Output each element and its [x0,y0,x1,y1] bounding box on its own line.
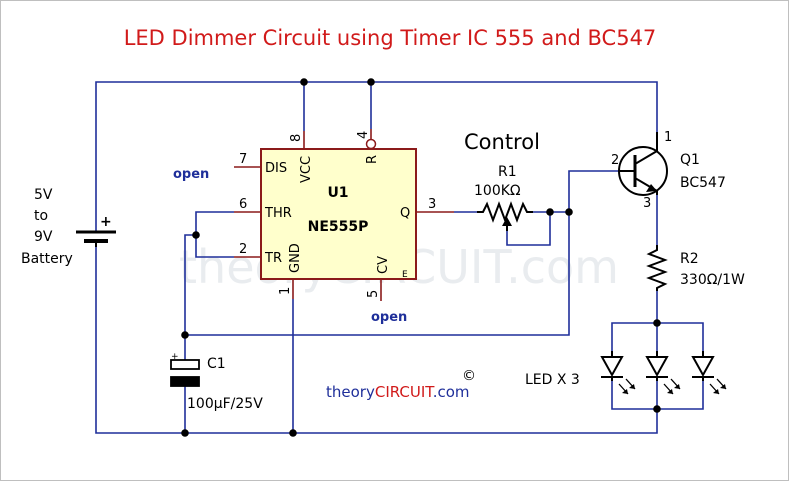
ic-part-label: NE555P [308,219,369,235]
c1-plus-mark: + [171,352,179,362]
battery-label-line4: Battery [21,251,73,267]
r1-value-label: 100KΩ [474,183,521,199]
bottom-rail-wire [95,247,658,434]
pin-name-r: R [365,155,380,164]
top-rail-wire [95,81,658,232]
capacitor-c1: + C1 100µF/25V [170,352,263,412]
led-array: LED X 3 [525,351,727,395]
light-arrowhead-icon [667,389,673,394]
junctions [181,78,661,437]
site-credit-part1: theory [326,383,375,401]
junction-dot [653,319,661,327]
pin-name-q: Q [400,206,410,221]
q1-pin-emitter: 3 [643,196,651,211]
pin-number-8: 8 [289,134,304,142]
junction-dot [546,208,554,216]
transistor-q1: 1 2 3 Q1 BC547 [611,130,726,211]
c1-ref-label: C1 [207,356,226,372]
resistor-r2: R2 330Ω/1W [646,245,745,291]
ic-ref-label: U1 [327,185,348,201]
pin-number-4: 4 [356,131,371,139]
battery-label-line3: 9V [34,229,53,245]
junction-dot [565,208,573,216]
led-count-label: LED X 3 [525,372,580,388]
light-arrowhead-icon [629,384,635,389]
r2-zigzag [646,245,668,291]
r1-ref-label: R1 [498,164,517,180]
pin-number-2: 2 [239,242,247,257]
led-1 [600,351,636,395]
junction-dot [653,405,661,413]
c1-positive-plate [170,359,200,370]
junction-dot [181,331,189,339]
r1-wiper-arrow [502,217,512,226]
pin-name-vcc: VCC [299,156,314,183]
battery-plus-mark: + [100,214,112,230]
site-credit: theoryCIRCUIT.com [326,383,470,401]
r1-zigzag [477,201,533,223]
c1-negative-plate [170,376,200,387]
pin-number-5: 5 [366,290,381,298]
pin-number-7: 7 [239,152,247,167]
led-triangle [691,356,715,378]
light-arrowhead-icon [713,389,719,394]
control-label: Control [464,130,540,154]
wiper-wire [506,212,551,246]
feedback-wire [185,212,570,336]
junction-dot [289,429,297,437]
q1-emitter-arrow [646,184,657,192]
led-triangle [645,356,669,378]
dis-open-label: open [173,167,209,182]
diagram-title: LED Dimmer Circuit using Timer IC 555 an… [124,26,657,50]
r2-ref-label: R2 [680,251,699,267]
base-wire [533,170,619,213]
pin-name-thr: THR [264,206,292,221]
light-arrowhead-icon [622,389,628,394]
q1-part-label: BC547 [680,175,726,191]
site-credit-part2: CIRCUIT [375,383,435,401]
light-arrowhead-icon [674,384,680,389]
pin-name-gnd: GND [288,243,303,273]
pin-name-cv: CV [376,256,391,274]
battery-label-line2: to [34,208,48,224]
ic-corner-mark: E [402,270,408,280]
battery: + 5V to 9V Battery [21,187,116,267]
pin-number-3: 3 [428,197,436,212]
q1-collector-lead [634,132,658,165]
pin-number-1: 1 [278,287,293,295]
q1-pin-base: 2 [611,153,619,168]
junction-dot [192,231,200,239]
led-2 [645,351,681,395]
copyright-symbol: © [462,368,476,384]
light-arrowhead-icon [720,384,726,389]
c1-value-label: 100µF/25V [187,396,263,412]
pin4-inverter-bubble [365,138,377,150]
r2-value-label: 330Ω/1W [680,272,745,288]
led-triangle [600,356,624,378]
ic-555: DIS THR TR Q VCC GND R CV 7 6 2 3 8 4 1 … [234,129,454,301]
junction-dot [181,429,189,437]
q1-ref-label: Q1 [680,152,700,168]
led-3 [691,351,727,395]
junction-dot [367,78,375,86]
potentiometer-r1: Control R1 100KΩ [464,130,540,231]
q1-pin-collector: 1 [664,130,672,145]
site-credit-part3: .com [433,383,470,401]
ic-body [260,148,417,280]
junction-dot [300,78,308,86]
cv-open-label: open [371,310,407,325]
battery-label-line1: 5V [34,187,53,203]
pin-name-tr: TR [264,251,282,266]
pin-name-dis: DIS [265,161,287,176]
pin-number-6: 6 [239,197,247,212]
